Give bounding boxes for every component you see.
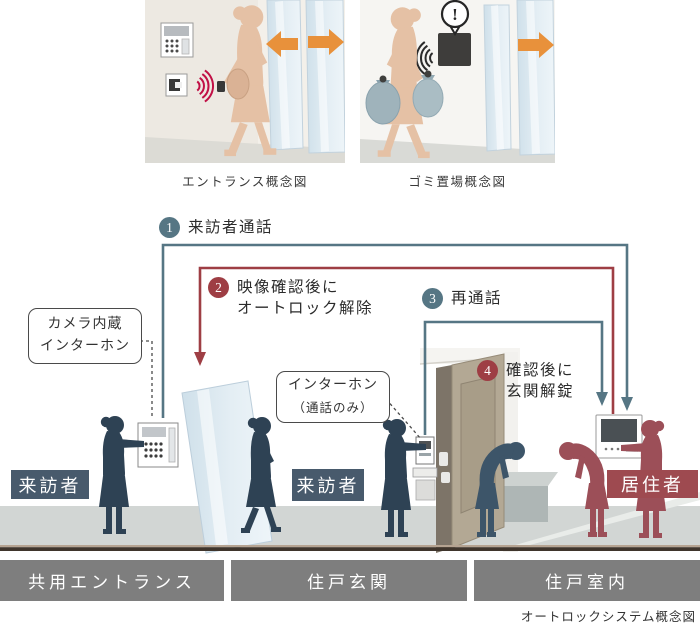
step2-unlock-arrow xyxy=(194,266,615,414)
visitor-label-entrance: 来訪者 xyxy=(11,470,89,499)
handbag xyxy=(226,68,250,100)
glass-streak xyxy=(491,5,504,150)
callout-leader-camera-intercom xyxy=(140,340,153,419)
step-number-badge: 4 xyxy=(477,360,498,381)
step3-recall-arrow xyxy=(423,320,608,435)
callout-door-intercom: インターホン （通話のみ） xyxy=(276,371,390,423)
step-number-badge: 2 xyxy=(208,277,229,298)
key-reader-icon xyxy=(165,73,188,97)
flow-scene xyxy=(0,243,700,554)
step-1-visitor-call: 1 来訪者通話 xyxy=(159,217,273,238)
step-label-line1: 確認後に xyxy=(506,362,575,379)
key-signal-waves-icon xyxy=(196,69,214,103)
diagram-title-caption: オートロックシステム概念図 xyxy=(520,610,696,624)
step-label: 再通話 xyxy=(451,290,503,307)
callout-line1: インターホン xyxy=(288,378,378,393)
sensor-box-icon xyxy=(438,33,471,66)
callout-line1: カメラ内蔵 xyxy=(47,317,123,332)
step-number-badge: 1 xyxy=(159,217,180,238)
step1-call-arrow xyxy=(161,243,633,418)
door-open-right-arrow-icon xyxy=(518,32,554,58)
zone-bar-common-entrance: 共用エントランス xyxy=(0,560,224,601)
entrance-intercom-panel-icon xyxy=(160,22,194,58)
step-4-door-unlock: 4 確認後に 玄関解錠 xyxy=(477,360,574,402)
camera-intercom-device-icon xyxy=(137,422,179,468)
step-label-line2: 玄関解錠 xyxy=(506,383,575,400)
step-label: 来訪者通話 xyxy=(188,219,274,236)
step-label: 映像確認後に オートロック解除 xyxy=(237,277,373,319)
floor xyxy=(145,137,345,163)
callout-line2: （通話のみ） xyxy=(292,401,374,415)
garbage-bags-icon xyxy=(365,70,444,125)
entrance-illustration xyxy=(145,0,345,163)
step-3-recall: 3 再通話 xyxy=(422,288,502,309)
callout-leader-door-intercom xyxy=(385,398,422,440)
figure-caption-entrance: エントランス概念図 xyxy=(182,175,308,189)
resident-label: 居住者 xyxy=(607,470,698,498)
callout-line2: インターホン xyxy=(40,339,130,354)
zone-bar-unit-interior: 住戸室内 xyxy=(474,560,700,601)
visitor-label-unit-door: 来訪者 xyxy=(292,469,364,501)
resident-arm xyxy=(405,52,423,82)
floor-edge-dark xyxy=(0,547,700,551)
step-number-badge: 3 xyxy=(422,288,443,309)
figure-caption-garbage: ゴミ置場概念図 xyxy=(408,175,507,189)
step-label-line1: 映像確認後に xyxy=(237,279,340,296)
exclamation-mark: ! xyxy=(452,5,458,24)
door-open-right-arrow-icon xyxy=(308,29,344,55)
step-label: 確認後に 玄関解錠 xyxy=(506,360,574,402)
door-open-left-arrow-icon xyxy=(266,31,298,57)
callout-camera-intercom: カメラ内蔵 インターホン xyxy=(28,308,142,364)
glass-streak xyxy=(197,389,228,546)
zone-bar-unit-entrance: 住戸玄関 xyxy=(231,560,467,601)
step-label-line2: オートロック解除 xyxy=(237,300,374,317)
alert-bubble-icon: ! xyxy=(440,0,470,36)
step-2-autolock-release: 2 映像確認後に オートロック解除 xyxy=(208,277,373,319)
floor xyxy=(360,139,555,163)
key-fob-icon xyxy=(217,81,225,92)
garbage-area-illustration: ! xyxy=(360,0,555,163)
floor-edge-light xyxy=(0,545,700,548)
